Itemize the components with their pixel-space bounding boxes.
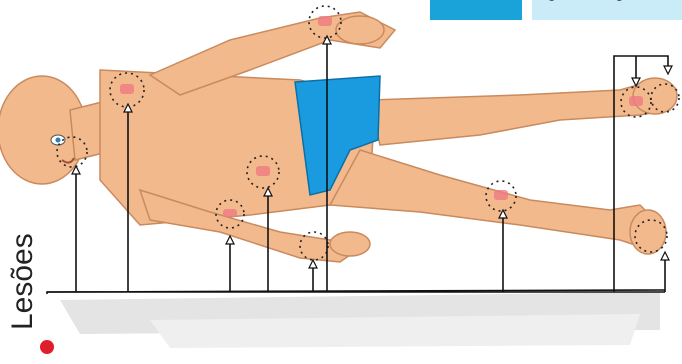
hand-lower [330,232,370,256]
leg-lower [330,150,660,250]
leg-upper [370,80,675,145]
floor-shadow [60,292,660,348]
label-marker-dot [40,340,54,354]
hand-raised [336,16,384,44]
lesoes-label: Lesões [6,220,40,330]
